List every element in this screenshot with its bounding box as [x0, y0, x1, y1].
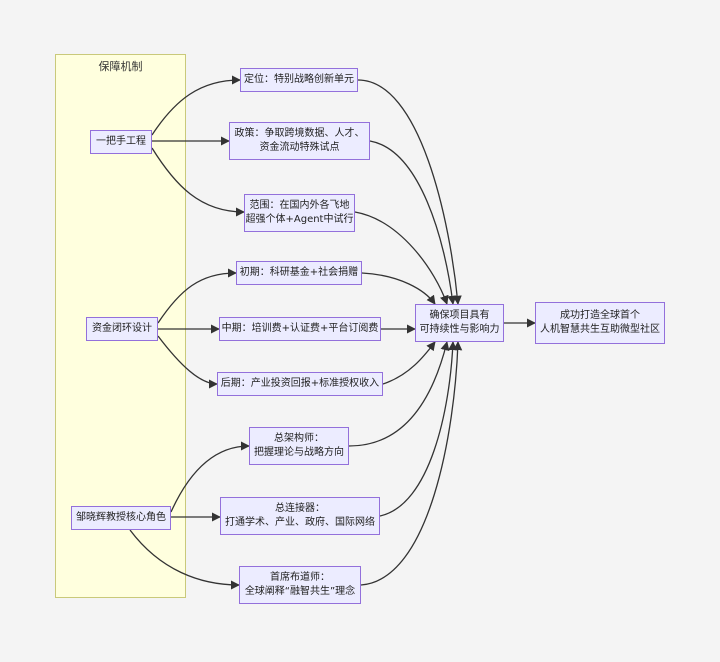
node-label-line2: 超强个体+Agent中试行	[245, 214, 354, 225]
node-lianjieqi: 总连接器： 打通学术、产业、政府、国际网络	[220, 497, 380, 535]
node-zijin: 资金闭环设计	[86, 317, 158, 341]
node-label-line1: 首席布道师：	[270, 572, 330, 583]
node-label: 后期：产业投资回报+标准授权收入	[220, 378, 380, 389]
node-label: 一把手工程	[96, 136, 146, 147]
edge-lianjieqi-quebao	[379, 341, 458, 517]
node-label: 定位：特别战略创新单元	[244, 74, 354, 85]
node-yibashou: 一把手工程	[90, 130, 152, 154]
node-chenggong: 成功打造全球首个 人机智慧共生互助微型社区	[535, 302, 665, 344]
edge-fanwei-quebao	[354, 211, 449, 305]
edge-jiagoushi-quebao	[348, 341, 450, 447]
node-label-line2: 资金流动特殊试点	[259, 142, 340, 153]
edge-zijin-chuqi	[157, 268, 237, 324]
edge-budaoshi-quebao	[360, 341, 463, 586]
node-label-line1: 成功打造全球首个	[560, 310, 640, 321]
node-label-line1: 总架构师：	[274, 433, 324, 444]
node-label-line2: 人机智慧共生互助微型社区	[540, 324, 660, 335]
node-label-line2: 打通学术、产业、政府、国际网络	[225, 517, 375, 528]
edge-dingwei-quebao	[357, 79, 462, 305]
node-label: 中期：培训费+认证费+平台订阅费	[221, 323, 379, 334]
node-label-line1: 总连接器：	[275, 503, 325, 514]
node-zou: 邹晓辉教授核心角色	[71, 506, 171, 530]
node-label-line2: 把握理论与战略方向	[254, 447, 344, 458]
node-zhongqi: 中期：培训费+认证费+平台订阅费	[219, 317, 381, 341]
edge-houqi-quebao	[382, 341, 436, 385]
node-label: 初期：科研基金+社会捐赠	[239, 267, 359, 278]
node-label-line1: 范围：在国内外各飞地	[249, 200, 350, 211]
node-houqi: 后期：产业投资回报+标准授权收入	[217, 372, 383, 396]
node-jiagoushi: 总架构师： 把握理论与战略方向	[249, 427, 349, 465]
group-title: 保障机制	[98, 60, 143, 73]
node-budaoshi: 首席布道师： 全球阐释“融智共生”理念	[239, 566, 361, 604]
node-chuqi: 初期：科研基金+社会捐赠	[236, 261, 362, 285]
edge-zhengce-quebao	[369, 140, 457, 305]
node-label: 邹晓辉教授核心角色	[76, 512, 166, 523]
node-label-line1: 确保项目具有	[429, 310, 490, 321]
node-label: 资金闭环设计	[92, 323, 152, 334]
edge-zijin-houqi	[157, 335, 218, 389]
edge-chuqi-quebao	[361, 272, 436, 305]
edge-yibashou-fanwei	[151, 147, 245, 217]
node-label-line2: 可持续性与影响力	[419, 324, 500, 335]
node-quebao: 确保项目具有 可持续性与影响力	[415, 304, 504, 342]
edge-zou-budaoshi	[129, 529, 240, 590]
node-label-line2: 全球阐释“融智共生”理念	[244, 586, 356, 597]
node-zhengce: 政策：争取跨境数据、人才、 资金流动特殊试点	[229, 122, 370, 160]
node-label-line1: 政策：争取跨境数据、人才、	[234, 128, 365, 139]
edge-zou-jiagoushi	[170, 441, 250, 513]
node-fanwei: 范围：在国内外各飞地 超强个体+Agent中试行	[244, 194, 355, 232]
node-dingwei: 定位：特别战略创新单元	[240, 68, 358, 92]
edge-yibashou-dingwei	[151, 75, 241, 136]
